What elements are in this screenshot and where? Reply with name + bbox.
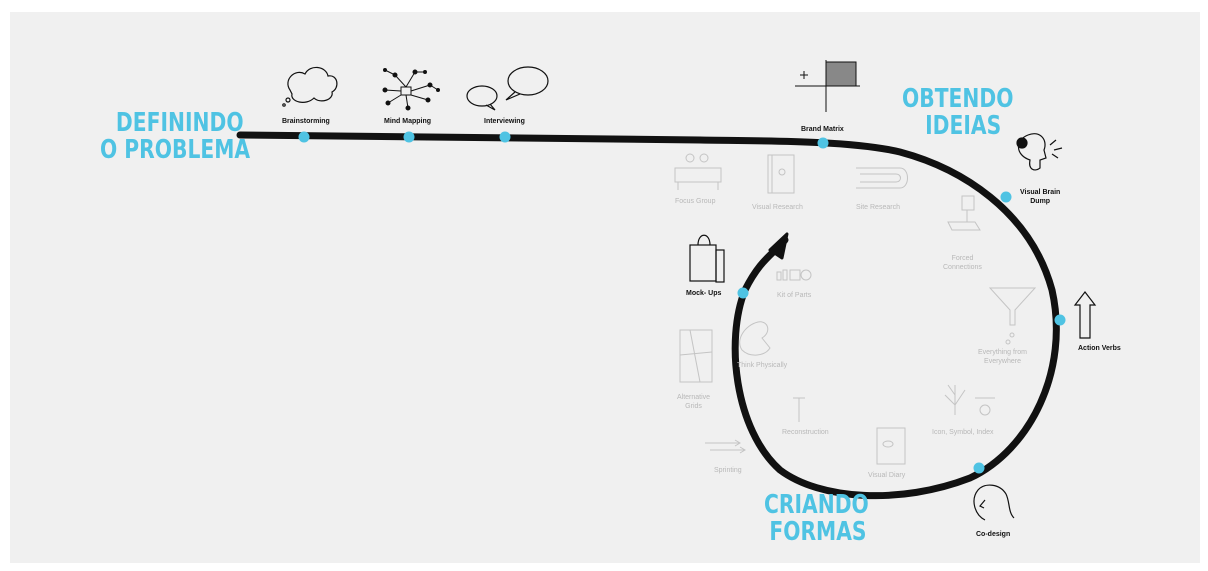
phase-creating-forms: CRIANDO FORMAS [764, 492, 869, 546]
label-forced-connections-line2: Connections [943, 263, 982, 272]
site-plan-icon [856, 168, 908, 188]
dot-brand-matrix [818, 138, 829, 149]
label-visual-diary: Visual Diary [868, 471, 905, 480]
label-visual-brain-dump-line2: Dump [1020, 197, 1060, 206]
shopping-bag-icon [690, 235, 724, 282]
label-visual-brain-dump-line1: Visual Brain [1020, 188, 1060, 197]
label-mind-mapping: Mind Mapping [384, 117, 431, 126]
dot-brainstorming [299, 132, 310, 143]
label-sprinting: Sprinting [714, 466, 742, 475]
phase-ideas-line2: IDEIAS [902, 113, 1013, 140]
phase-defining-line2: O PROBLEMA [100, 137, 250, 164]
mind-map-icon [383, 69, 440, 111]
grid-icon [680, 330, 712, 382]
focus-group-icon [675, 154, 721, 190]
arrow-up-icon [1075, 292, 1095, 338]
faded-icons [675, 154, 1035, 464]
label-alternative-grids-line1: Alternative [677, 393, 710, 402]
label-think-physically: Think Physically [737, 361, 787, 370]
phase-ideas-line1: OBTENDO [902, 86, 1013, 113]
label-site-research: Site Research [856, 203, 900, 212]
label-visual-brain-dump: Visual Brain Dump [1020, 188, 1060, 206]
label-icon-symbol-index: Icon, Symbol, Index [932, 428, 993, 437]
dot-action-verbs [1055, 315, 1066, 326]
matrix-icon [795, 60, 860, 112]
label-forced-connections-line1: Forced [943, 254, 982, 263]
phase-defining-line1: DEFININDO [100, 110, 250, 137]
label-mock-ups: Mock- Ups [686, 289, 721, 298]
label-kit-of-parts: Kit of Parts [777, 291, 811, 300]
phase-getting-ideas: OBTENDO IDEIAS [902, 86, 1013, 140]
phase-forms-line1: CRIANDO [764, 492, 869, 519]
dot-mind-mapping [404, 132, 415, 143]
funnel-icon [990, 288, 1035, 344]
label-everything-from-everywhere: Everything from Everywhere [978, 348, 1027, 366]
label-co-design: Co-design [976, 530, 1010, 539]
diary-icon [877, 428, 905, 464]
milestone-dots [299, 132, 1066, 474]
label-visual-research: Visual Research [752, 203, 803, 212]
book-icon [768, 155, 794, 193]
label-brainstorming: Brainstorming [282, 117, 330, 126]
speech-bubbles-icon [467, 67, 548, 110]
label-action-verbs: Action Verbs [1078, 344, 1121, 353]
label-forced-connections: Forced Connections [943, 254, 982, 272]
parts-icon [777, 270, 811, 280]
head-brain-icon [1017, 134, 1062, 170]
phase-defining-problem: DEFININDO O PROBLEMA [100, 110, 250, 164]
phase-forms-line2: FORMAS [764, 519, 869, 546]
label-everything-line1: Everything from [978, 348, 1027, 357]
profile-face-icon [974, 485, 1014, 520]
dot-mock-ups [738, 288, 749, 299]
label-brand-matrix: Brand Matrix [801, 125, 844, 134]
label-alternative-grids: Alternative Grids [677, 393, 710, 411]
process-path [240, 135, 1056, 496]
dot-interviewing [500, 132, 511, 143]
sprint-arrows-icon [705, 440, 745, 453]
nail-icon [793, 398, 805, 422]
label-focus-group: Focus Group [675, 197, 715, 206]
label-reconstruction: Reconstruction [782, 428, 829, 437]
tree-icon [945, 385, 995, 415]
label-everything-line2: Everywhere [978, 357, 1027, 366]
forced-connection-icon [948, 196, 980, 230]
cloud-icon [283, 67, 337, 106]
dot-co-design [974, 463, 985, 474]
dot-visual-brain-dump [1001, 192, 1012, 203]
label-interviewing: Interviewing [484, 117, 525, 126]
arm-icon [740, 322, 770, 355]
label-alternative-grids-line2: Grids [677, 402, 710, 411]
